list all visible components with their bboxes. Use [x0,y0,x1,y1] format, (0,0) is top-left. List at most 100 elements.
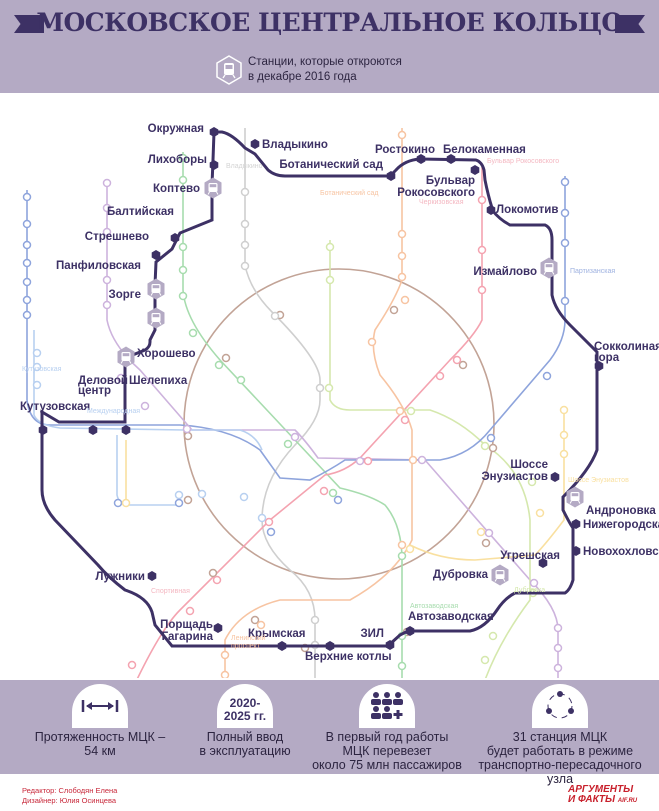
station-circle [553,663,563,673]
fact-hubs-line-3: транспортно-пересадочного узла [478,758,642,786]
station-circle [113,498,123,508]
station-circle [405,544,415,554]
fact-passengers-line-3: около 75 млн пассажиров [312,758,462,772]
station-circle [178,153,188,163]
label-verkhnie-kotly: Верхние котлы [305,651,392,663]
station-circle [236,375,246,385]
label-metro-avtozavodskaya: Автозаводская [410,603,458,610]
label-krymskaya: Крымская [248,628,305,640]
station-circle [197,489,207,499]
label-bulvar: Бульвар [426,175,475,187]
station-circle [435,371,445,381]
cycle-icon [532,684,588,728]
station-circle [458,360,468,370]
label-metro-botanicheskiy-sad: Ботанический сад [320,189,378,197]
station-circle [477,195,487,205]
station-circle [221,353,231,363]
station-circle [400,295,410,305]
label-metro-kutuzovskaya: Кутузовская [22,366,62,373]
station-kutuzovskaya [38,425,48,435]
station-circle [397,551,407,561]
station-circle [240,240,250,250]
fact-launch-line-2: в эксплуатацию [199,744,291,758]
credits: Редактор: Слободян Елена Дизайнер: Юлия … [22,786,117,806]
station-circle [328,488,338,498]
label-metro-prospekt: проспект [231,643,261,650]
station-circle [102,300,112,310]
label-rokossovskogo: Рокосовского [397,187,475,199]
station-izmaylovo-pending [540,257,558,279]
station-circle [367,337,377,347]
label-kutuzovskaya: Кутузовская [20,401,90,413]
station-circle [389,305,399,315]
label-entuziastov: Энузиастов [481,471,548,483]
station-circle [395,406,405,416]
station-krymskaya [277,641,287,651]
label-baltiyskaya: Балтийская [107,206,174,218]
station-circle [319,486,329,496]
station-circle [559,449,569,459]
distance-arrows-icon [72,684,128,728]
station-circle [406,406,416,416]
station-circle [417,455,427,465]
station-circle [333,495,343,505]
ribbon-right-decoration [615,15,645,33]
station-circle [22,277,32,287]
station-circle [408,455,418,465]
blue-line [26,176,566,481]
station-circle [102,227,112,237]
fact-launch-line-1: Полный ввод [206,730,284,744]
passengers-icon [359,684,415,728]
station-circle [102,178,112,188]
station-circle [32,362,42,372]
station-circle [22,295,32,305]
mck-line [40,130,599,648]
train-hexagon-icon [216,55,242,85]
fact-hubs-line-2: будет работать в режиме [486,744,634,758]
station-shelepikha [121,425,131,435]
station-circle [256,620,266,630]
credits-editor: Редактор: Слободян Елена [22,786,118,795]
station-circle [178,175,188,185]
station-circle [310,615,320,625]
station-circle [477,245,487,255]
station-circle [22,192,32,202]
fact-passengers-line-1: В первый год работы [325,730,449,744]
legend-line-1: Станции, которые откроются [248,56,402,68]
station-koptevo-pending [204,177,222,199]
label-botanicheskiy-sad: Ботанический сад [279,159,383,171]
years-badge: 2020- 2025 гг. [217,684,273,728]
aif-logo[interactable]: АРГУМЕНТЫ И ФАКТЫ AIF.RU [568,785,637,806]
station-circle [488,443,498,453]
station-circle [22,240,32,250]
station-circle [559,405,569,415]
years-badge-line-2: 2025 гг. [223,709,267,723]
label-luzhniki: Лужники [95,571,145,583]
logo-site: AIF.RU [617,798,638,804]
station-circle [270,311,280,321]
station-circle [127,660,137,670]
facts-panel: Протяженность МЦК – 54 км 2020- 2025 гг.… [0,680,659,786]
station-circle [102,203,112,213]
station-circle [476,527,486,537]
station-verkhnie-kotly [325,641,335,651]
station-circle [178,265,188,275]
station-likhobory [209,160,219,170]
station-circle [484,528,494,538]
metro-lines [26,128,566,691]
pending-stations [117,177,584,586]
station-circle [22,219,32,229]
label-panfilovskaya: Панфиловская [56,260,141,272]
ring-line [183,268,495,580]
fact-passengers: В первый год работы МЦК перевезет около … [312,680,462,772]
label-gora: гора [594,352,620,364]
label-shosse: Шоссе [510,459,548,471]
station-circle [363,456,373,466]
station-circle [560,296,570,306]
fact-length-line-1: Протяженность МЦК – [34,730,166,744]
station-circle [553,623,563,633]
station-ploshchad-gagarina [213,623,223,633]
station-circle [400,415,410,425]
label-metro-cherkizovskaya: Черкизовская [419,199,464,206]
station-luzhniki [147,571,157,581]
